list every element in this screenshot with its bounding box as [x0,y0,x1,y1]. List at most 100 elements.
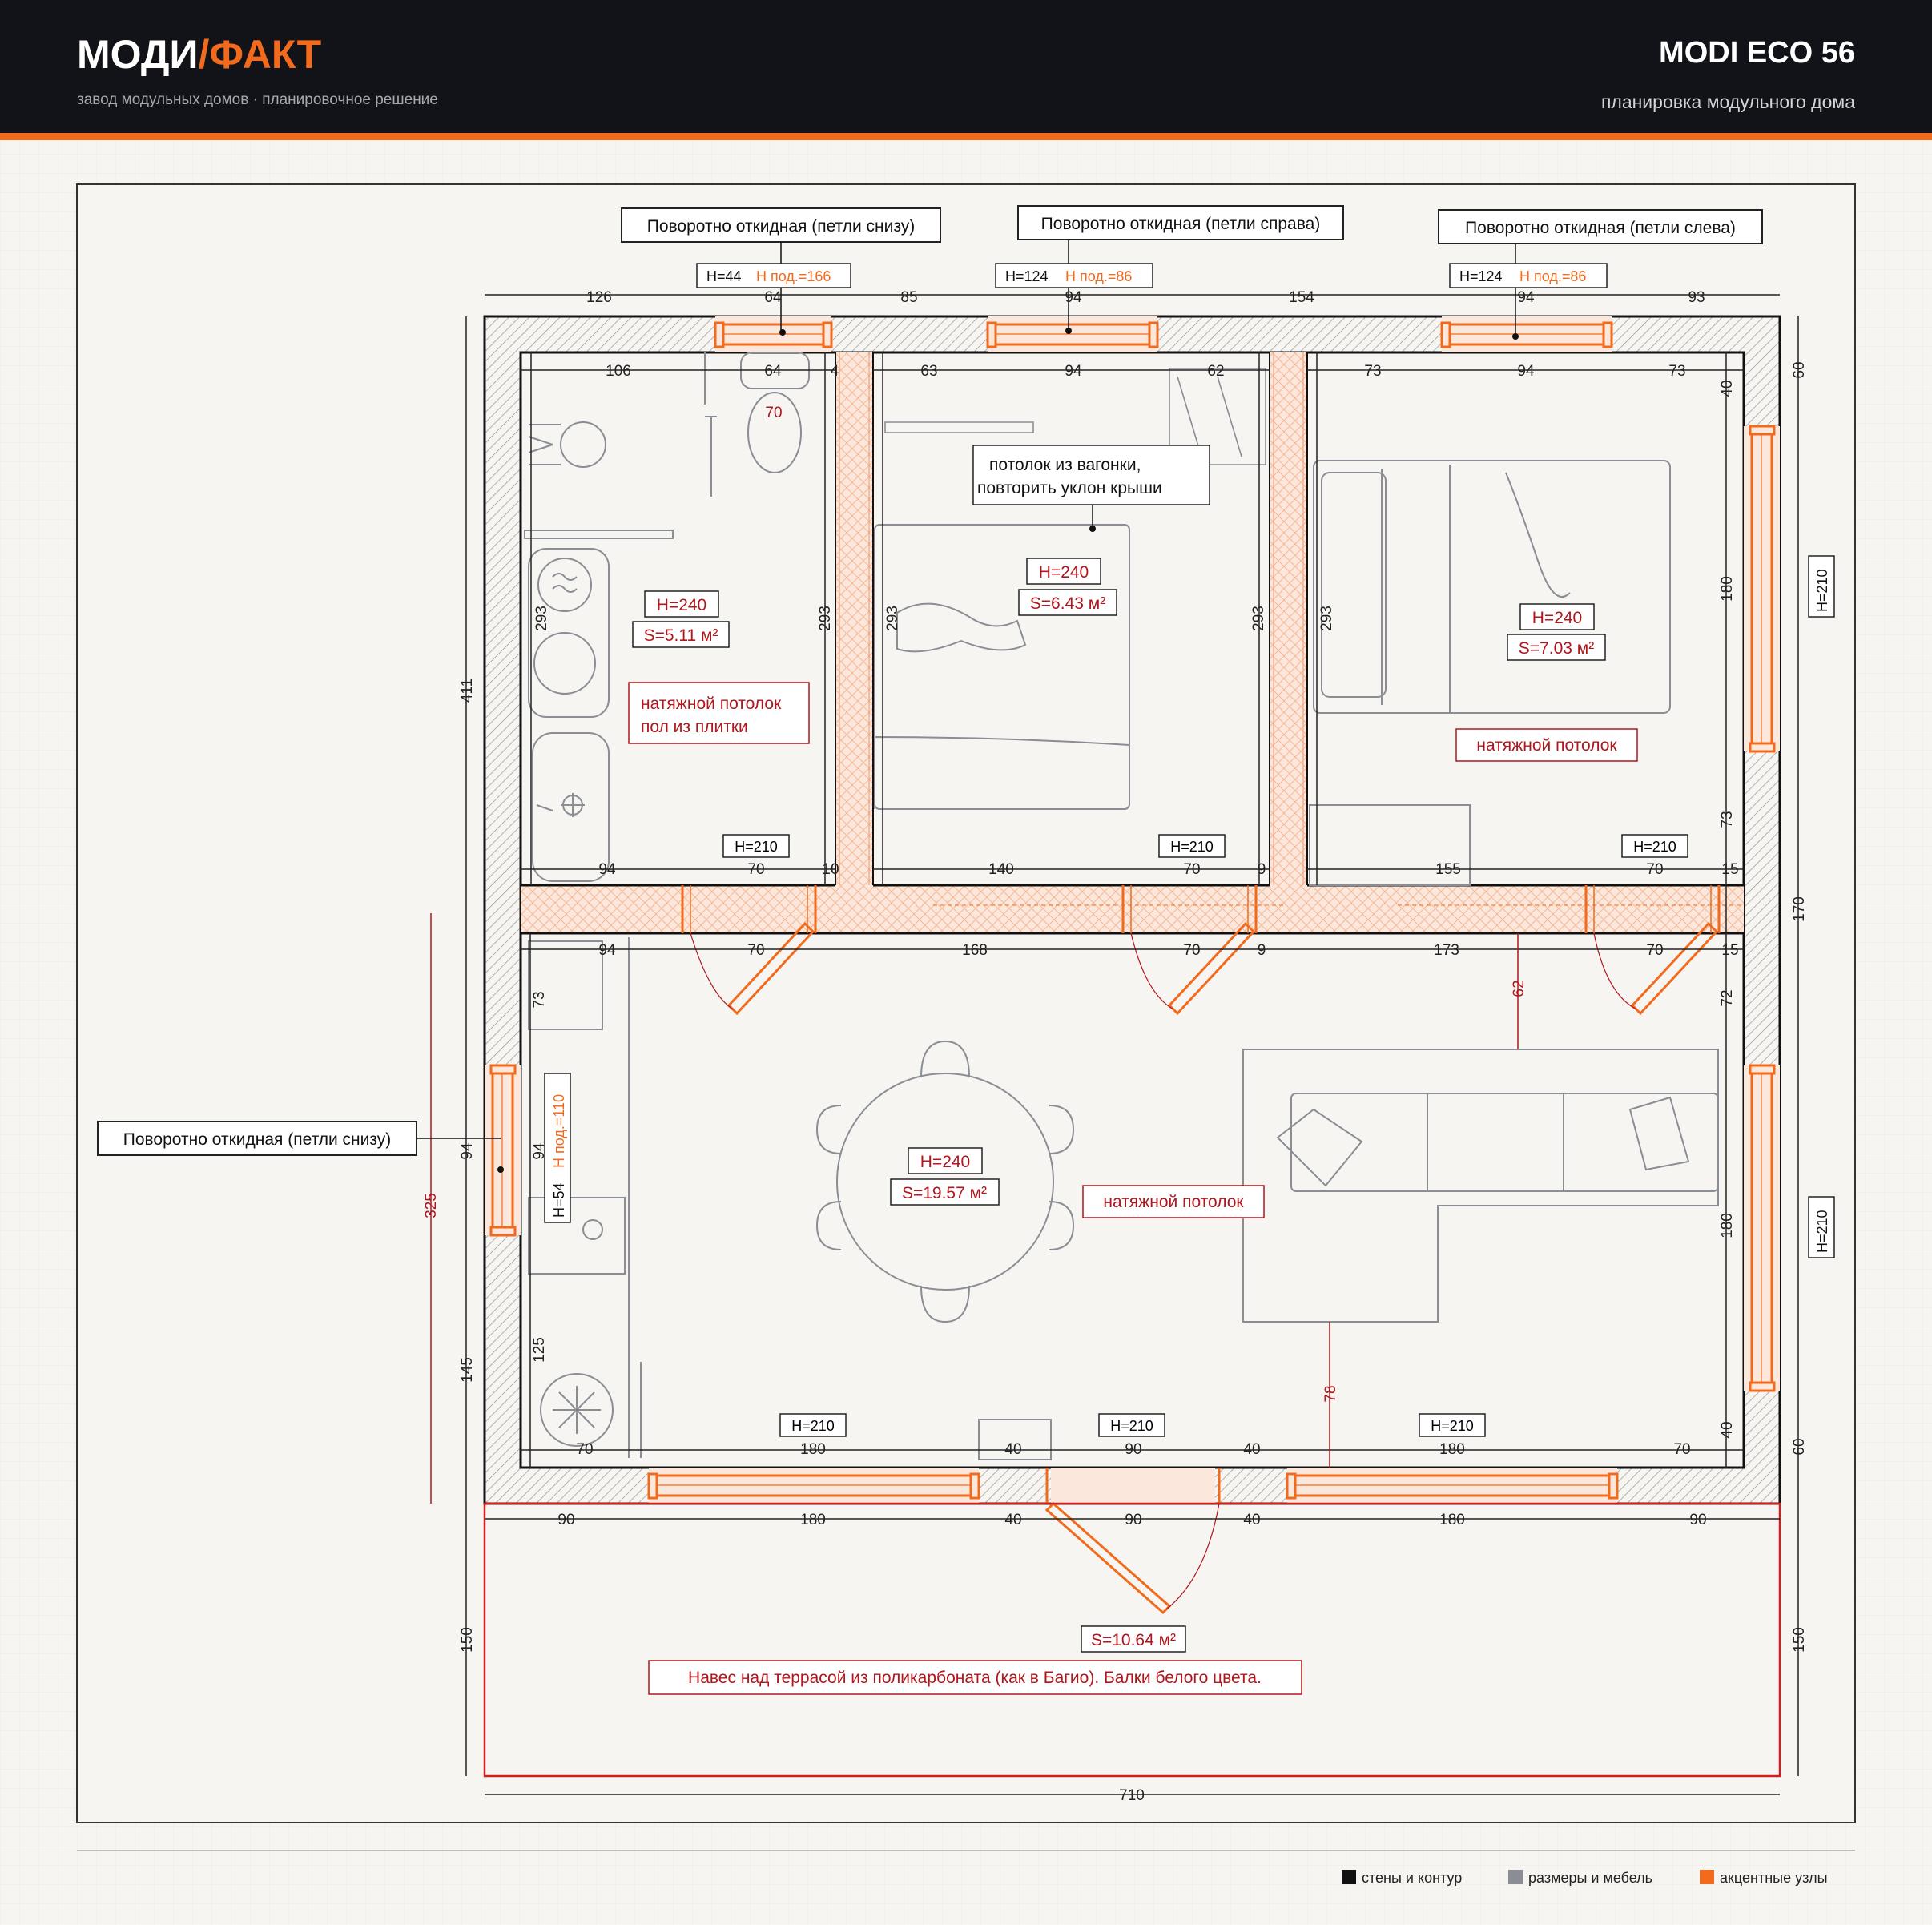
kitchen-cooktop [528,1197,626,1275]
drawing-frame [76,183,1856,1823]
dimension-label: 70 [1646,861,1663,878]
dimension-label: 40 [1004,1441,1021,1458]
legend-swatch-walls [1342,1870,1356,1884]
terrace-canopy-note: Навес над террасой из поликарбоната (как… [688,1669,1262,1687]
chair-left-2 [815,1201,842,1250]
brand-subtitle: завод модульных домов · планировочное ре… [77,91,438,108]
dimension-label: 180 [800,1512,826,1528]
washing-machine [528,548,610,718]
dimension-label: 93 [1688,289,1705,306]
dimension-label: 94 [531,1142,548,1160]
dimension-label: 73 [531,991,548,1008]
dimension-label: 90 [557,1512,574,1528]
living-area: S=19.57 м² [902,1184,987,1202]
dimension-label: 40 [1243,1512,1260,1528]
dimension-label: 70 [1183,861,1200,878]
brand-name: МОДИ/ФАКТ [77,32,321,77]
dimension-label: 411 [459,679,476,703]
bedroom-2-height: H=240 [1532,609,1582,627]
bath-floor-note: пол из плитки [641,718,748,736]
bedroom-2-ceiling-note: натяжной потолок [1476,736,1617,755]
bath-sink [560,421,606,468]
dimension-label: 180 [1719,576,1736,602]
legend-label-walls: стены и контур [1362,1870,1462,1886]
dimension-label: 155 [1435,861,1461,878]
dimension-label: 10 [822,861,839,878]
dimension-label: 70 [747,942,764,959]
dimension-label: 70 [1183,942,1200,959]
bed-1 [874,524,1130,810]
dimension-label: 40 [1719,1421,1736,1438]
bath-height: H=240 [657,596,706,614]
dimension-label: 293 [533,606,550,631]
dimension-label: 40 [1243,1441,1260,1458]
bedroom-1-ceiling-note: потолок из вагонки, [989,456,1141,474]
dimension-label: 325 [423,1193,440,1218]
dimension-label: 140 [988,861,1014,878]
window-2-sill: Н под.=86 [1065,268,1132,284]
dimension-label: 293 [1250,606,1267,631]
kitchen-fridge [540,1373,614,1447]
legend-swatch-dimensions [1508,1870,1523,1884]
dimension-label: 40 [1004,1512,1021,1528]
window-label-top-2: Поворотно откидная (петли справа) [1041,215,1321,233]
window-left-sill: Н под.=110 [551,1094,567,1168]
door-3-height: H=210 [1633,839,1676,855]
window-label-top-1: Поворотно откидная (петли снизу) [647,217,916,236]
dimension-label: 710 [1119,1787,1145,1804]
bath-shelf [524,530,674,539]
dimension-label: 150 [459,1627,476,1653]
dining-table [836,1073,1054,1291]
dimension-label: 94 [598,861,616,878]
dimension-label: 168 [962,942,988,959]
window-left-height: H=54 [551,1182,567,1218]
bedroom-1-roof-note: повторить уклон крыши [977,479,1162,497]
windows [489,321,1776,1500]
dimension-label: 70 [747,861,764,878]
dimension-label: 180 [1439,1441,1465,1458]
dimension-label: 15 [1721,942,1738,959]
dimension-label: 94 [1517,363,1535,380]
dimension-label: 73 [1719,811,1736,828]
dimension-label: 180 [800,1441,826,1458]
dimension-label: 73 [1364,363,1381,380]
dimension-label: 94 [459,1142,476,1160]
bedroom-dresser [1309,804,1471,886]
chair-right-1 [1049,1105,1075,1154]
dimension-label: 63 [920,363,937,380]
sofa-cushion-1 [1276,1108,1363,1187]
dimension-lines [430,294,1799,1795]
dimension-label: 60 [1791,361,1808,378]
bed-2 [1313,460,1671,714]
legend-swatch-accents [1700,1870,1714,1884]
door-2-height: H=210 [1170,839,1214,855]
dimension-label: 154 [1289,289,1314,306]
dimension-label: 60 [1791,1438,1808,1455]
room-labels: H=240 S=5.11 м² натяжной потолок пол из … [628,445,1638,1695]
header-bar [0,0,1932,133]
dimension-label: 170 [1791,896,1808,922]
chair-left-1 [815,1105,842,1154]
dimension-label: 106 [606,363,631,380]
dimension-label: 70 [576,1441,593,1458]
dimension-label: 9 [1258,942,1266,959]
terrace-outline [483,1502,1781,1778]
dimension-label: 145 [459,1357,476,1383]
doors [681,885,1744,1615]
dimension-label: 70 [1646,942,1663,959]
dimension-label: 125 [531,1337,548,1363]
window-label-top-3: Поворотно откидная (петли слева) [1465,219,1736,237]
dimension-label: 293 [1318,606,1335,631]
window-right-1-height: H=210 [1814,569,1830,612]
sofa [1242,1049,1719,1323]
legend-label-accents: акцентные узлы [1720,1870,1828,1886]
bath-ceiling-note: натяжной потолок [641,695,782,713]
window-label-left: Поворотно откидная (петли снизу) [123,1130,392,1149]
dimension-label: 40 [1719,380,1736,397]
dimension-label: 94 [1517,289,1535,306]
window-right-2-height: H=210 [1814,1210,1830,1253]
living-ceiling-note: натяжной потолок [1103,1193,1244,1211]
header-accent-line [0,133,1932,140]
dimension-label: 293 [817,606,834,631]
